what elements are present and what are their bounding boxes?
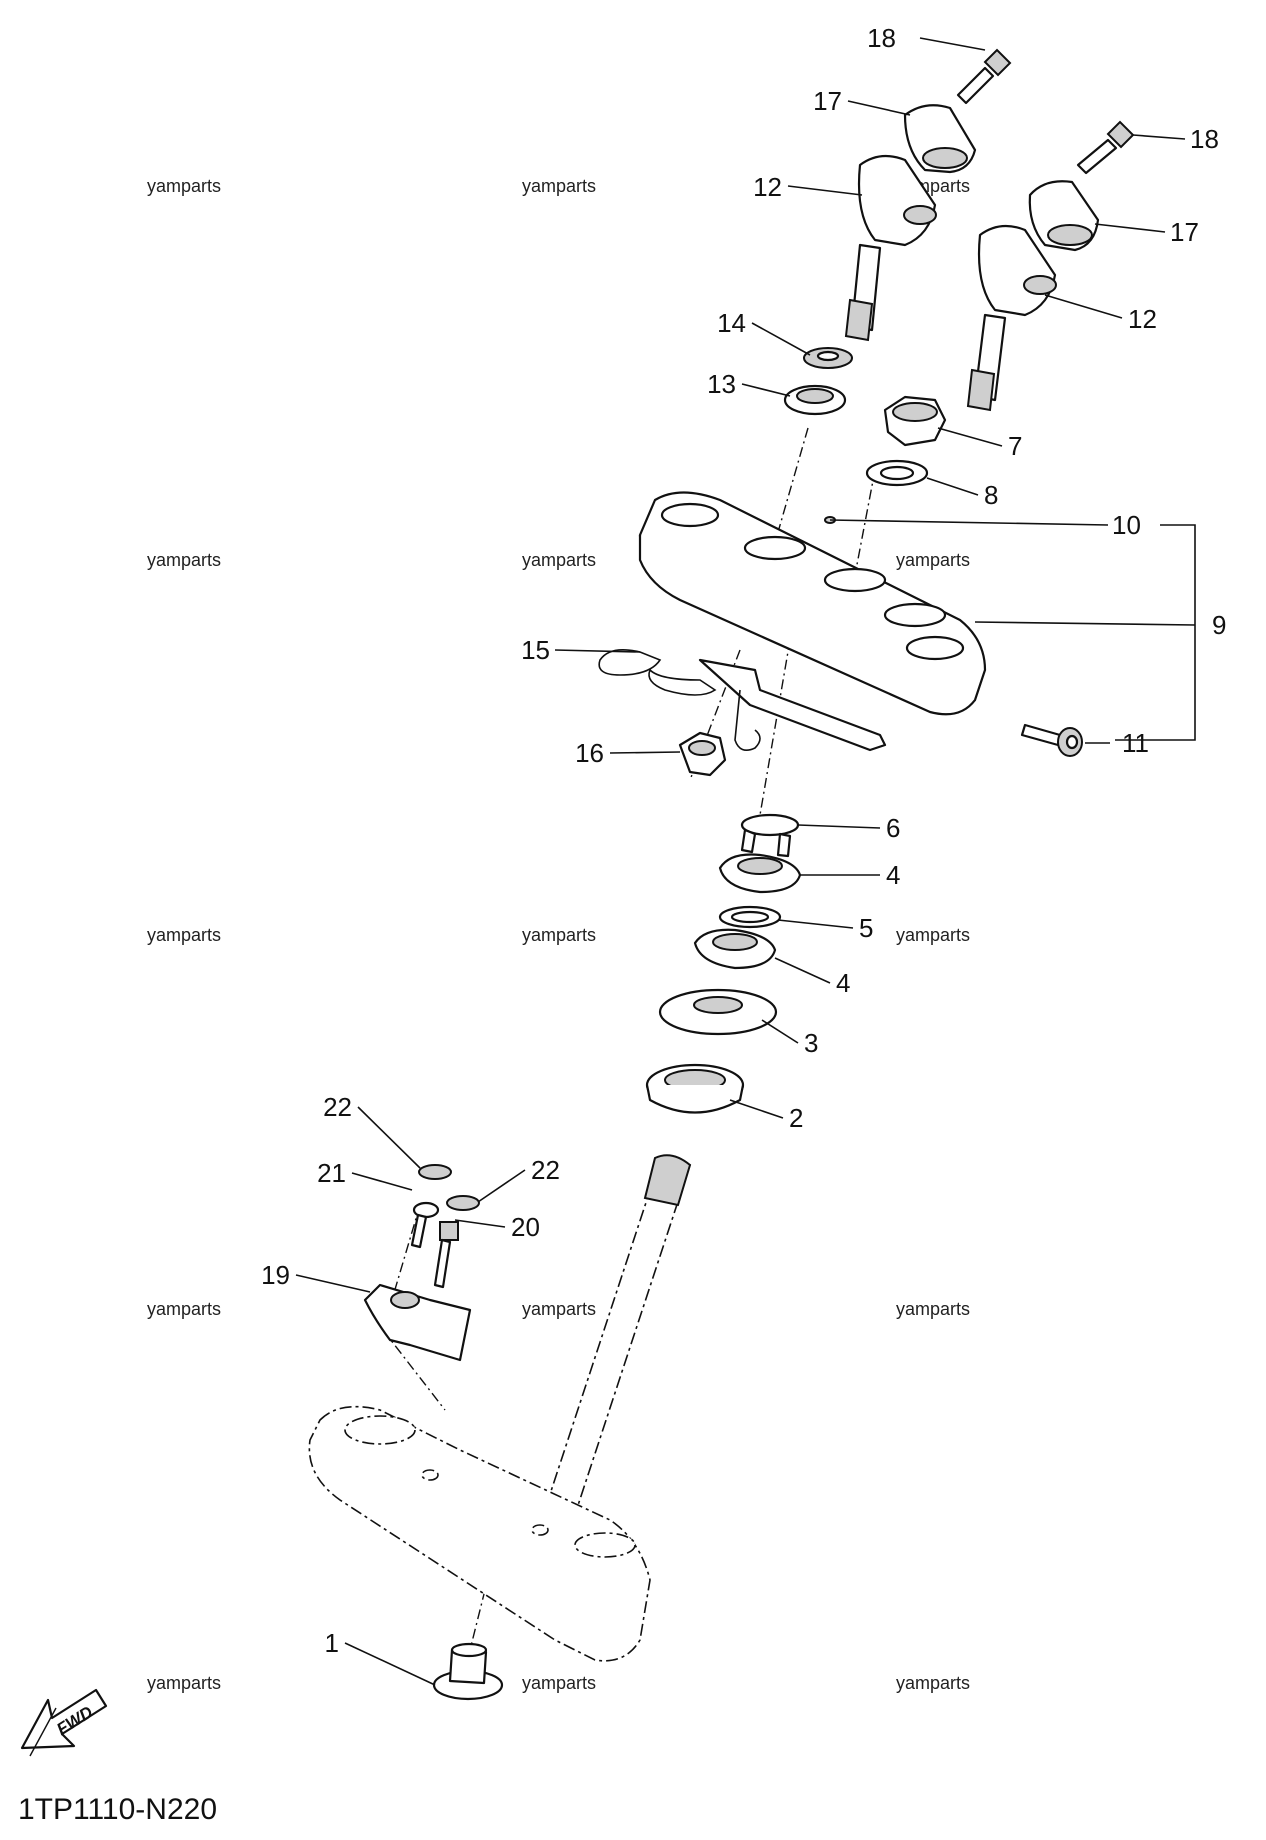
watermark: yamparts [522,1299,596,1319]
callout-22-right: 22 [531,1155,560,1185]
part-16-nut [678,731,727,777]
part-11-bolt [1020,723,1083,757]
watermark: yamparts [522,176,596,196]
part-17-clamp-left [903,104,977,174]
part-8-washer [865,459,929,487]
part-21-screw [410,1201,440,1249]
callout-10: 10 [1112,510,1141,540]
part-3-bearing-cover [658,988,778,1036]
callout-9: 9 [1212,610,1226,640]
callout-7: 7 [1008,431,1022,461]
callout-20: 20 [511,1212,540,1242]
callout-18-left: 18 [867,23,896,53]
watermark: yamparts [147,925,221,945]
fwd-arrow-icon: FWD [20,1688,108,1757]
callout-8: 8 [984,480,998,510]
watermark: yamparts [147,550,221,570]
callout-17-right: 17 [1170,217,1199,247]
watermark: yamparts [896,925,970,945]
callout-11: 11 [1122,728,1149,758]
part-22-cap-right [446,1195,480,1211]
callout-18-right: 18 [1190,124,1219,154]
watermark: yamparts [522,550,596,570]
callout-12-right: 12 [1128,304,1157,334]
callout-5: 5 [859,913,873,943]
watermark: yamparts [147,1673,221,1693]
part-4-ring-nut-upper [718,853,802,894]
part-9-upper-bracket [638,491,987,716]
watermark: yamparts [896,1673,970,1693]
callout-2: 2 [789,1103,803,1133]
part-22-cap-left [418,1164,452,1180]
watermark: yamparts [147,1299,221,1319]
part-5-lock-washer [718,905,782,929]
callout-4-upper: 4 [886,860,900,890]
part-2-bearing [645,1063,745,1114]
callout-12-left: 12 [753,172,782,202]
callout-15: 15 [521,635,550,665]
callout-6: 6 [886,813,900,843]
part-13-bushing [783,384,847,416]
callout-3: 3 [804,1028,818,1058]
callout-4-lower: 4 [836,968,850,998]
watermark: yamparts [896,1299,970,1319]
lower-bracket [308,1405,651,1662]
part-19-holder [363,1283,472,1362]
callout-labels: 18 18 17 17 12 12 14 13 7 8 10 9 11 15 1… [261,23,1226,1658]
callout-16: 16 [575,738,604,768]
part-17-clamp-right [1028,180,1100,252]
part-14-washer [803,347,853,369]
part-4-ring-nut-lower [693,928,777,970]
callout-17-left: 17 [813,86,842,116]
part-6-lock-washer [740,813,800,858]
watermarks: yamparts yamparts yamparts yamparts yamp… [147,176,970,1693]
part-15-wire-guide [598,649,887,752]
watermark: yamparts [522,925,596,945]
part-12-riser-right [966,224,1057,412]
watermark: yamparts [896,550,970,570]
callout-1: 1 [325,1628,339,1658]
callout-22-left: 22 [323,1092,352,1122]
part-18-bolt-right [1076,120,1135,175]
watermark: yamparts [147,176,221,196]
part-1-collar [432,1642,504,1701]
part-18-bolt-left [956,48,1012,105]
callout-13: 13 [707,369,736,399]
callout-14: 14 [717,308,746,338]
part-20-bolt [433,1221,459,1289]
part-12-riser-left [844,154,937,342]
callout-21: 21 [317,1158,346,1188]
leader-lines [295,37,1196,1686]
callout-19: 19 [261,1260,290,1290]
watermark: yamparts [522,1673,596,1693]
part-7-nut [883,395,947,447]
diagram-code: 1TP1110-N220 [18,1793,217,1826]
